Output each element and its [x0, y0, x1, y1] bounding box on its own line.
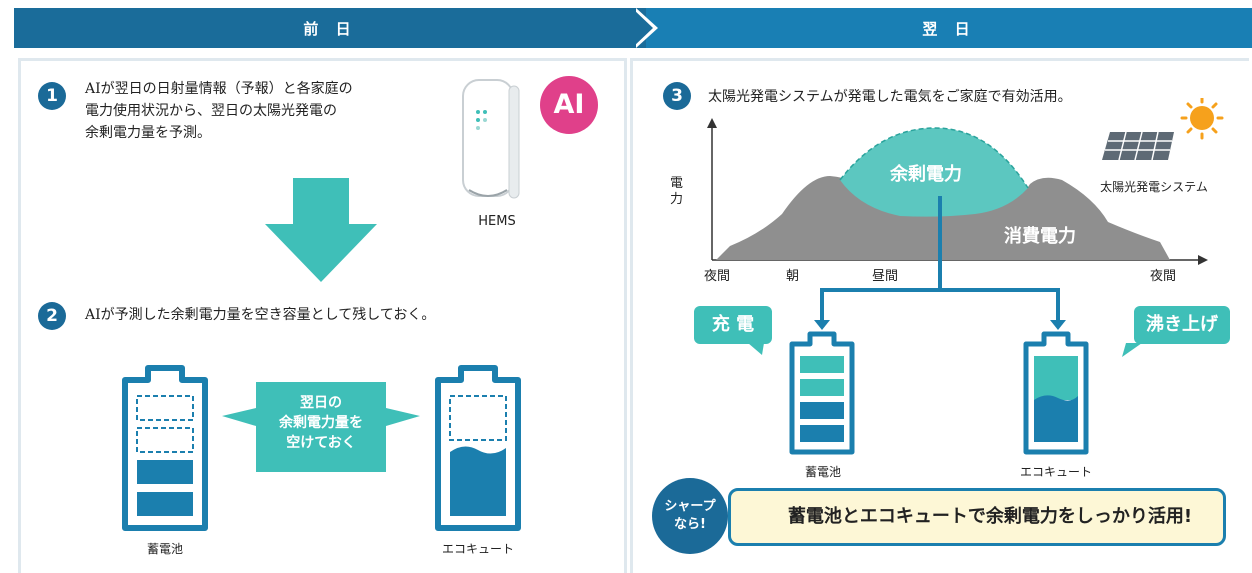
header-arrow [632, 8, 653, 48]
step-2-text: AIが予測した余剰電力量を空き容量として残しておく。 [85, 307, 436, 323]
y-axis-label: 電力 [670, 176, 684, 208]
sharp-badge-line-2: なら! [674, 517, 706, 532]
ecocute-tank-icon [435, 365, 521, 531]
next-day-panel [630, 58, 1249, 573]
x-tick-night-2: 夜間 [1150, 269, 1177, 284]
hems-label: HEMS [478, 214, 516, 229]
footer-message: 蓄電池とエコキュートで余剰電力をしっかり活用! [787, 506, 1193, 527]
callout-line-3: 空けておく [286, 435, 356, 451]
header-previous-day: 前 日 [14, 8, 646, 48]
charge-bubble: 充 電 [694, 306, 772, 344]
heat-up-bubble: 沸き上げ [1134, 306, 1230, 344]
heat-bubble-tail [1122, 343, 1142, 357]
battery-empty-space-icon [122, 365, 208, 531]
callout-line-1: 翌日の [300, 395, 342, 411]
step-2-number: 2 [38, 302, 66, 330]
ecocute-label-left: エコキュート [441, 542, 514, 556]
x-tick-night-1: 夜間 [704, 269, 731, 284]
hems-device-icon [462, 79, 520, 199]
surplus-area [840, 128, 1028, 217]
battery-label-right: 蓄電池 [804, 465, 841, 479]
power-curve-chart [707, 118, 1208, 265]
ecocute-heated-icon [1023, 331, 1089, 455]
header-next-day-label: 翌 日 [922, 19, 976, 38]
step-1-line-2: 電力使用状況から、翌日の太陽光発電の [85, 103, 337, 119]
y-axis-label-text: 電力 [670, 176, 684, 207]
consumption-area [716, 176, 1170, 260]
charge-label: 充 電 [711, 314, 755, 335]
consumption-label: 消費電力 [1004, 226, 1076, 247]
step-1-text: AIが翌日の日射量情報（予報）と各家庭の 電力使用状況から、翌日の太陽光発電の … [85, 78, 353, 144]
sharp-badge-line-1: シャープ [664, 499, 716, 514]
sharp-badge: シャープ なら! [652, 478, 728, 554]
footer-message-box [728, 488, 1226, 546]
heat-up-label: 沸き上げ [1146, 314, 1218, 335]
sun-icon [1180, 98, 1224, 140]
down-arrow-icon [265, 178, 377, 282]
x-tick-morning: 朝 [786, 269, 800, 284]
header-previous-day-label: 前 日 [303, 19, 357, 38]
solar-panel-icon [1102, 98, 1224, 161]
x-tick-daytime: 昼間 [872, 269, 899, 284]
step-1-line-1: AIが翌日の日射量情報（予報）と各家庭の [85, 81, 353, 97]
flow-lines [814, 196, 1066, 330]
battery-label-left: 蓄電池 [146, 542, 183, 556]
callout-line-2: 余剰電力量を [279, 415, 363, 431]
callout-double-arrow [222, 382, 420, 472]
battery-charged-icon [789, 331, 855, 455]
surplus-label: 余剰電力 [890, 164, 962, 185]
step-3-text: 太陽光発電システムが発電した電気をご家庭で有効活用。 [708, 89, 1072, 105]
previous-day-panel [18, 58, 627, 573]
solar-label: 太陽光発電システム [1100, 180, 1208, 194]
generation-curve [839, 127, 1029, 189]
step-1-number: 1 [38, 82, 66, 110]
ecocute-label-right: エコキュート [1019, 465, 1092, 479]
step-1-line-3: 余剰電力量を予測。 [85, 125, 211, 141]
ai-badge: AI [540, 76, 598, 134]
charge-bubble-tail [748, 343, 764, 355]
empty-capacity-callout: 翌日の 余剰電力量を 空けておく [256, 393, 386, 453]
step-3-number: 3 [663, 82, 691, 110]
header-next-day: 翌 日 [646, 8, 1252, 48]
